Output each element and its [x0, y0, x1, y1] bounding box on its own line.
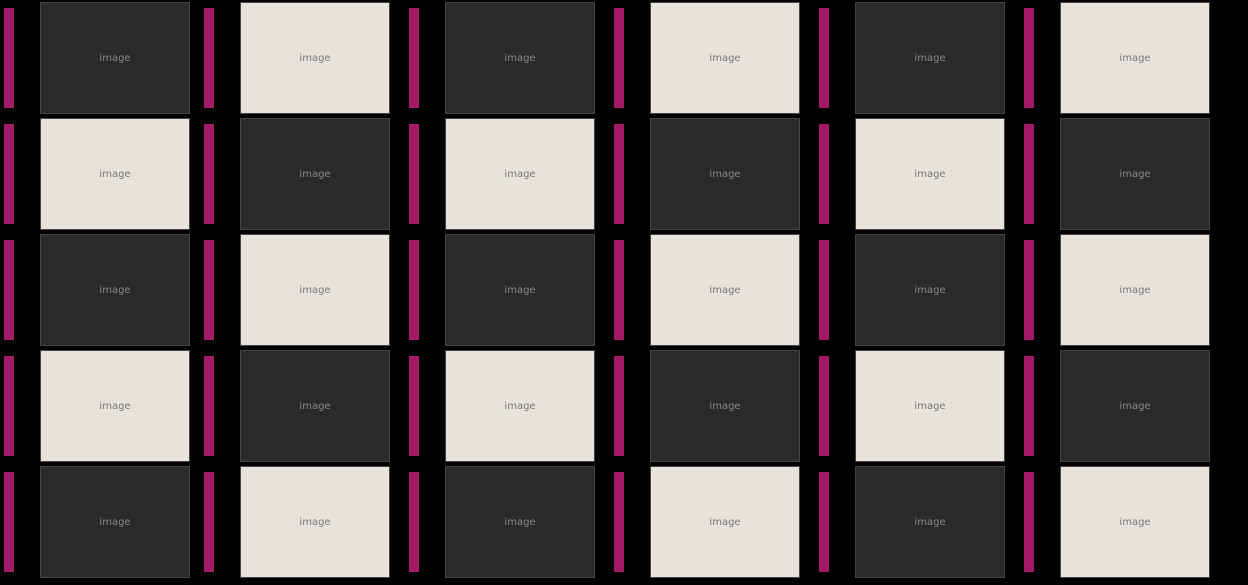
caption-strip: [1024, 240, 1034, 340]
thumbnail-image[interactable]: image: [855, 234, 1005, 346]
caption-strip: [4, 472, 14, 572]
caption-strip: [614, 472, 624, 572]
caption-strip: [614, 356, 624, 456]
thumbnail-image[interactable]: image: [1060, 118, 1210, 230]
caption-strip: [4, 124, 14, 224]
caption-strip: [204, 8, 214, 108]
thumbnail-image[interactable]: image: [445, 234, 595, 346]
thumbnail-image[interactable]: image: [445, 350, 595, 462]
caption-strip: [1024, 356, 1034, 456]
caption-strip: [819, 240, 829, 340]
thumbnail-image[interactable]: image: [650, 234, 800, 346]
thumbnail-image[interactable]: image: [855, 118, 1005, 230]
caption-strip: [614, 240, 624, 340]
thumbnail-image[interactable]: image: [240, 466, 390, 578]
caption-strip: [614, 124, 624, 224]
caption-strip: [409, 8, 419, 108]
caption-strip: [4, 240, 14, 340]
thumbnail-image[interactable]: image: [40, 466, 190, 578]
caption-strip: [409, 472, 419, 572]
caption-strip: [409, 240, 419, 340]
caption-strip: [204, 240, 214, 340]
thumbnail-image[interactable]: image: [855, 350, 1005, 462]
thumbnail-image[interactable]: image: [650, 466, 800, 578]
thumbnail-image[interactable]: image: [240, 350, 390, 462]
caption-strip: [4, 356, 14, 456]
thumbnail-image[interactable]: image: [445, 466, 595, 578]
thumbnail-image[interactable]: image: [240, 234, 390, 346]
thumbnail-image[interactable]: image: [1060, 2, 1210, 114]
caption-strip: [409, 356, 419, 456]
caption-strip: [204, 356, 214, 456]
caption-strip: [819, 124, 829, 224]
thumbnail-image[interactable]: image: [240, 2, 390, 114]
caption-strip: [1024, 8, 1034, 108]
caption-strip: [409, 124, 419, 224]
caption-strip: [1024, 124, 1034, 224]
caption-strip: [4, 8, 14, 108]
thumbnail-image[interactable]: image: [650, 350, 800, 462]
caption-strip: [204, 124, 214, 224]
thumbnail-image[interactable]: image: [240, 118, 390, 230]
thumbnail-image[interactable]: image: [1060, 234, 1210, 346]
thumbnail-image[interactable]: image: [1060, 350, 1210, 462]
caption-strip: [819, 8, 829, 108]
thumbnail-image[interactable]: image: [40, 350, 190, 462]
caption-strip: [204, 472, 214, 572]
thumbnail-image[interactable]: image: [40, 234, 190, 346]
thumbnail-image[interactable]: image: [650, 2, 800, 114]
caption-strip: [819, 356, 829, 456]
caption-strip: [819, 472, 829, 572]
thumbnail-image[interactable]: image: [855, 2, 1005, 114]
thumbnail-image[interactable]: image: [445, 118, 595, 230]
thumbnail-image[interactable]: image: [1060, 466, 1210, 578]
thumbnail-image[interactable]: image: [40, 2, 190, 114]
thumbnail-image[interactable]: image: [650, 118, 800, 230]
thumbnail-image[interactable]: image: [40, 118, 190, 230]
thumbnail-image[interactable]: image: [855, 466, 1005, 578]
caption-strip: [614, 8, 624, 108]
thumbnail-image[interactable]: image: [445, 2, 595, 114]
caption-strip: [1024, 472, 1034, 572]
